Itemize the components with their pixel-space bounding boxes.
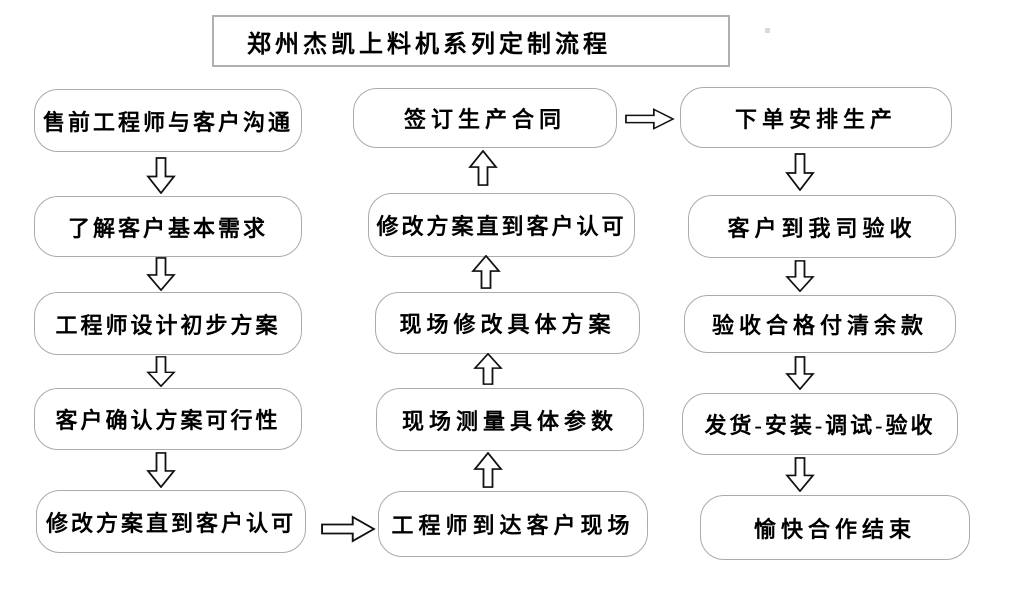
flow-step-label: 了解客户基本需求 [67, 215, 268, 241]
down-arrow-icon [785, 457, 815, 492]
flow-step-label: 现场修改具体方案 [399, 312, 616, 337]
flow-step-label: 客户到我司验收 [727, 215, 917, 241]
flow-step-engineer-arrives-onsite: 工程师到达客户现场 [378, 491, 648, 557]
flow-step-happy-cooperation-end: 愉快合作结束 [700, 495, 970, 560]
flow-step-sign-contract: 签订生产合同 [353, 88, 617, 148]
flow-step-label: 客户确认方案可行性 [55, 408, 281, 433]
flow-step-understand-needs: 了解客户基本需求 [34, 196, 302, 257]
flow-step-place-order-production: 下单安排生产 [680, 87, 952, 148]
flow-step-label: 修改方案直到客户认可 [45, 510, 296, 536]
flow-step-customer-acceptance-visit: 客户到我司验收 [688, 195, 956, 258]
flow-step-onsite-measure-params: 现场测量具体参数 [376, 388, 644, 451]
flow-step-label: 售前工程师与客户沟通 [42, 109, 293, 135]
title-box: 郑州杰凯上料机系列定制流程 [212, 15, 730, 67]
up-arrow-icon [473, 353, 503, 385]
down-arrow-icon [146, 157, 176, 194]
flow-step-label: 验收合格付清余款 [711, 313, 928, 338]
up-arrow-icon [468, 150, 498, 186]
flow-step-delivery-install-debug-accept: 发货-安装-调试-验收 [682, 393, 958, 455]
flow-step-label: 愉快合作结束 [753, 516, 916, 542]
page-title: 郑州杰凯上料机系列定制流程 [247, 31, 611, 58]
flow-step-presale-communication: 售前工程师与客户沟通 [34, 89, 302, 152]
down-arrow-icon [146, 257, 176, 291]
right-arrow-icon [321, 514, 376, 544]
flow-step-label: 签订生产合同 [403, 107, 566, 132]
right-arrow-icon [625, 107, 675, 131]
up-arrow-icon [471, 255, 501, 289]
flow-step-label: 下单安排生产 [734, 106, 897, 132]
flow-step-confirm-feasibility: 客户确认方案可行性 [34, 388, 302, 450]
flow-step-label: 修改方案直到客户认可 [376, 214, 627, 239]
down-arrow-icon [785, 356, 815, 390]
flow-step-revise-until-approved: 修改方案直到客户认可 [36, 490, 306, 553]
flow-step-label: 发货-安装-调试-验收 [704, 413, 936, 438]
flow-step-label: 现场测量具体参数 [401, 408, 618, 434]
down-arrow-icon [146, 356, 176, 387]
flow-step-label: 工程师到达客户现场 [391, 513, 635, 538]
flow-step-onsite-revise-until-approved: 修改方案直到客户认可 [368, 193, 635, 257]
down-arrow-icon [785, 153, 815, 191]
flow-step-pay-balance: 验收合格付清余款 [684, 295, 956, 353]
down-arrow-icon [146, 452, 176, 488]
flow-step-initial-design: 工程师设计初步方案 [34, 292, 302, 355]
down-arrow-icon [785, 260, 815, 292]
flow-step-onsite-modify-plan: 现场修改具体方案 [375, 292, 640, 354]
flow-step-label: 工程师设计初步方案 [55, 312, 281, 338]
stray-dot [765, 28, 770, 33]
up-arrow-icon [473, 452, 503, 488]
